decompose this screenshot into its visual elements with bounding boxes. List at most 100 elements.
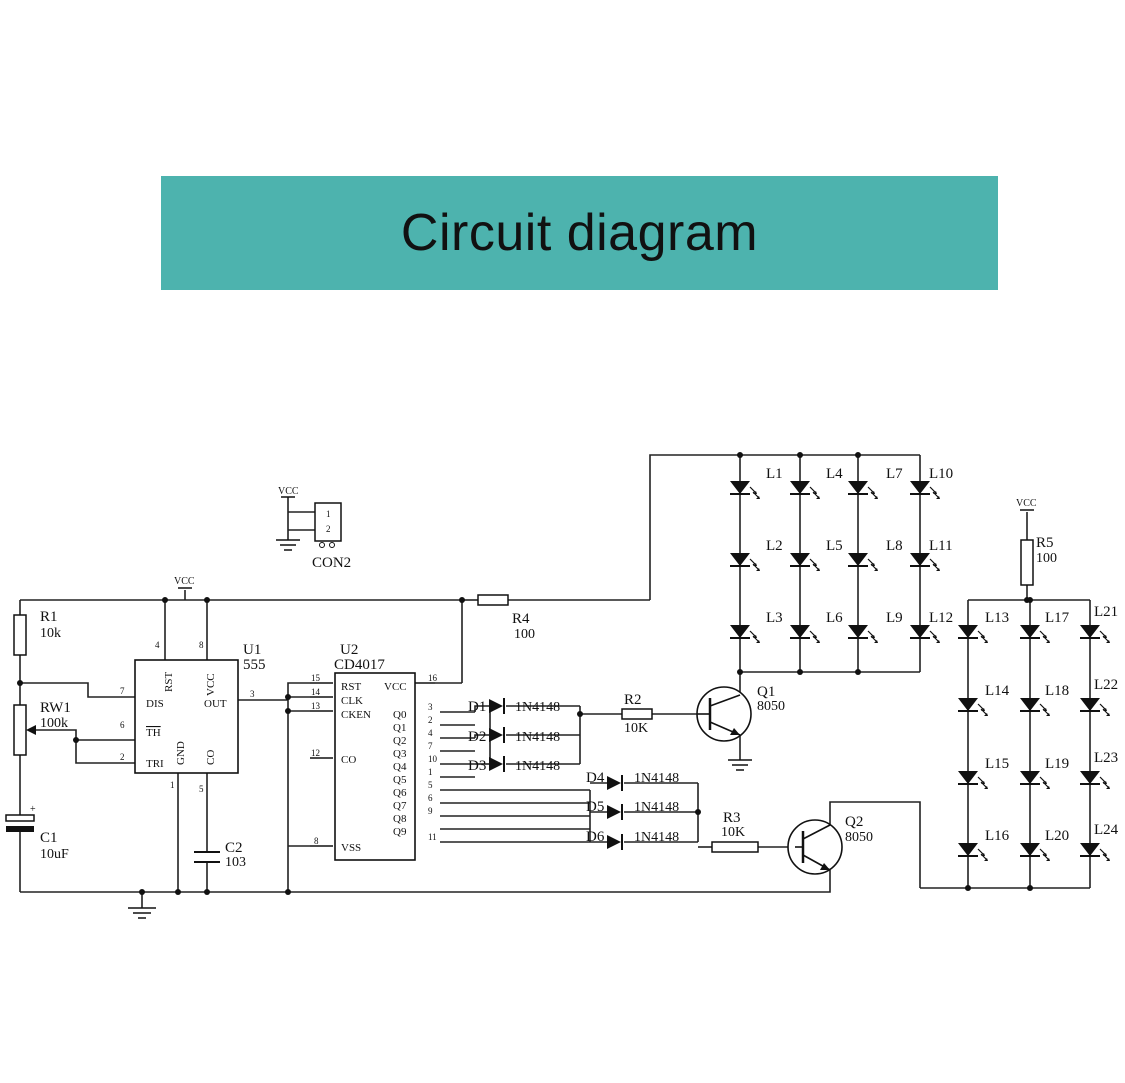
svg-text:4: 4 [155,640,160,650]
u1-ref: U1 [243,642,261,658]
led-l2-label: L2 [766,538,783,554]
svg-text:4: 4 [428,728,433,738]
svg-text:Q8: Q8 [393,813,407,825]
r1-value: 10k [40,626,61,641]
diode-d6-value: 1N4148 [634,830,679,845]
transistor-q1: Q1 8050 [696,684,785,742]
svg-text:12: 12 [311,748,320,758]
resistor-r1: R1 10k [13,609,61,656]
r3-label: R3 [723,810,741,826]
svg-text:VSS: VSS [341,842,361,854]
svg-text:CKEN: CKEN [341,709,371,721]
svg-text:GND: GND [175,741,187,765]
led-l10-label: L10 [929,466,953,482]
led-l23-label: L23 [1094,750,1118,766]
led-l19-label: L19 [1045,756,1069,772]
con2-pin2: 2 [326,524,331,534]
svg-text:Q1: Q1 [393,722,406,734]
diode-d2-value: 1N4148 [515,730,560,745]
svg-text:5: 5 [428,780,433,790]
svg-text:DIS: DIS [146,698,164,710]
svg-text:8: 8 [314,836,319,846]
vcc-symbol-r5: VCC [1016,498,1037,511]
svg-text:CLK: CLK [341,695,363,707]
potentiometer-rw1: RW1 100k [13,700,71,756]
led-l6-label: L6 [826,610,843,626]
u1-part: 555 [243,657,266,673]
led-l11-label: L11 [929,538,953,554]
svg-text:CO: CO [205,750,217,765]
svg-text:RST: RST [163,672,175,692]
con2-label: CON2 [312,555,351,571]
ground-symbol-q1 [728,759,752,771]
led-l21-label: L21 [1094,604,1118,620]
svg-text:1: 1 [170,780,175,790]
resistor-r4: R4 100 [477,594,535,642]
svg-text:1: 1 [428,767,433,777]
svg-text:VCC: VCC [174,576,195,587]
svg-text:+: + [30,804,36,815]
resistor-r5: R5 100 [1020,535,1057,586]
diode-d1-value: 1N4148 [515,700,560,715]
svg-text:7: 7 [120,686,125,696]
led-l22-label: L22 [1094,677,1118,693]
led-l15-label: L15 [985,756,1009,772]
svg-text:2: 2 [428,715,433,725]
junctions [17,452,1033,895]
svg-text:11: 11 [428,832,437,842]
led-l20-label: L20 [1045,828,1069,844]
svg-text:6: 6 [428,793,433,803]
svg-text:6: 6 [120,720,125,730]
c2-label: C2 [225,840,243,856]
svg-text:Q2: Q2 [393,735,406,747]
diode-d4-value: 1N4148 [634,771,679,786]
diode-d1-label: D1 [468,699,486,715]
r2-label: R2 [624,692,642,708]
svg-text:VCC: VCC [1016,498,1037,509]
svg-text:Q3: Q3 [393,748,407,760]
svg-text:14: 14 [311,687,321,697]
svg-text:8: 8 [199,640,204,650]
svg-text:Q4: Q4 [393,761,407,773]
svg-text:Q6: Q6 [393,787,407,799]
svg-text:RST: RST [341,681,361,693]
c1-value: 10uF [40,847,69,862]
vcc-symbol-con: VCC [278,486,299,498]
diode-d5-label: D5 [586,799,604,815]
r4-label: R4 [512,611,530,627]
svg-text:13: 13 [311,701,321,711]
svg-text:3: 3 [428,702,433,712]
title-banner: Circuit diagram [161,176,998,290]
svg-text:VCC: VCC [205,673,217,696]
ground-symbol-con [276,497,300,551]
led-l8-label: L8 [886,538,903,554]
svg-text:16: 16 [428,673,438,683]
svg-text:3: 3 [250,689,255,699]
resistor-r2: R2 10K [621,692,653,736]
r5-value: 100 [1036,551,1057,566]
svg-text:2: 2 [120,752,125,762]
q1-value: 8050 [757,699,785,714]
c1-label: C1 [40,830,58,846]
svg-text:9: 9 [428,806,433,816]
svg-text:Q5: Q5 [393,774,407,786]
u2-part: CD4017 [334,657,385,673]
con2-pin1: 1 [326,509,331,519]
page-title: Circuit diagram [400,204,759,262]
svg-text:Q7: Q7 [393,800,407,812]
led-l3-label: L3 [766,610,783,626]
q2-label: Q2 [845,814,863,830]
connector-con2: 1 2 CON2 [288,502,351,571]
r5-label: R5 [1036,535,1054,551]
u2-ref: U2 [340,642,358,658]
svg-text:10: 10 [428,754,438,764]
svg-text:VCC: VCC [278,486,299,497]
capacitor-c2: C2 103 [194,840,246,870]
led-l9-label: L9 [886,610,903,626]
led-l7-label: L7 [886,466,903,482]
svg-text:CO: CO [341,754,356,766]
svg-text:TRI: TRI [146,758,164,770]
resistor-r3: R3 10K [711,810,759,853]
svg-text:7: 7 [428,741,433,751]
